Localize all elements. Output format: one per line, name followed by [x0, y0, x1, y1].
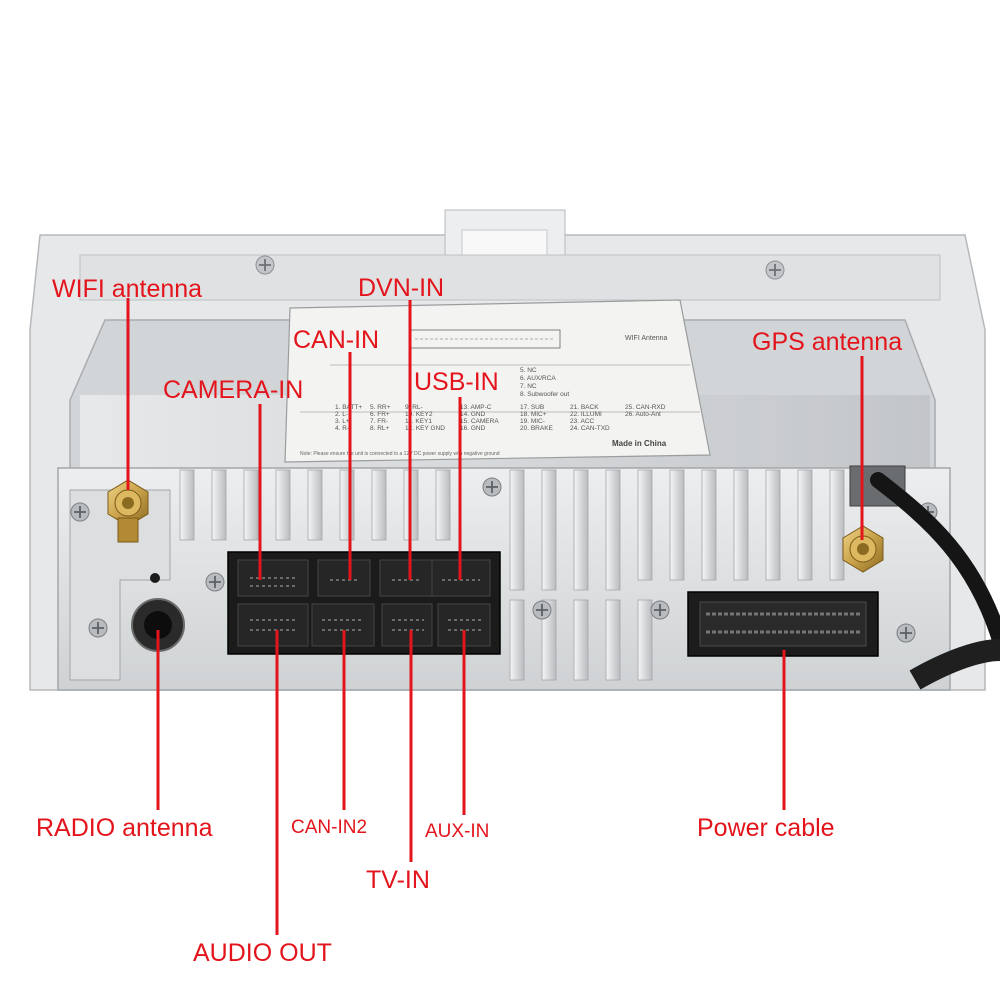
screw-icon: [532, 600, 552, 620]
sticker-pin-l3: 4. R-: [335, 425, 349, 432]
power-connector[interactable]: [687, 591, 879, 657]
gps-cable: [849, 465, 1000, 690]
sticker-pin-m3: 12. KEY GND: [405, 425, 445, 432]
screw-icon: [896, 623, 916, 643]
sticker-pin-r6: 23. ACC: [570, 418, 595, 425]
spec-sticker: WIFI Antenna 5. NC 6. AUX/RCA 7. NC 8. S…: [284, 299, 711, 463]
label-usb-in: USB-IN: [414, 368, 499, 396]
sticker-header: WIFI Antenna: [625, 335, 668, 342]
radio-antenna-socket[interactable]: [131, 598, 185, 652]
sticker-pin-l4: 5. RR+: [370, 404, 391, 411]
sticker-pin-l2: 3. L+: [335, 418, 350, 425]
sticker-pin-r1: 18. MIC+: [520, 411, 547, 418]
sticker-top-right-1: 6. AUX/RCA: [520, 375, 556, 382]
label-aux-in: AUX-IN: [425, 821, 490, 842]
tv-in-port[interactable]: [381, 603, 433, 647]
sticker-pin-m6: 15. CAMERA: [460, 418, 499, 425]
sticker-pin-m4: 13. AMP-C: [460, 404, 492, 411]
label-audio-out: AUDIO OUT: [193, 939, 332, 967]
dvn-in-port[interactable]: [379, 559, 433, 597]
housing-screws: [255, 255, 785, 280]
screw-icon: [482, 477, 502, 497]
sticker-pin-l1: 2. L-: [335, 411, 348, 418]
audio-out-port[interactable]: [237, 603, 309, 647]
label-can-in: CAN-IN: [293, 326, 380, 354]
label-radio-antenna: RADIO antenna: [36, 814, 213, 842]
sticker-pin-r4: 21. BACK: [570, 404, 599, 411]
can-in-port[interactable]: [317, 559, 371, 597]
screw-icon: [255, 255, 275, 275]
sticker-pin-r9: 26. Auto-Ant: [625, 411, 661, 418]
label-tv-in: TV-IN: [366, 866, 430, 894]
screw-icon: [88, 618, 108, 638]
sticker-pin-r8: 25. CAN-RXD: [625, 404, 666, 411]
callout-lines: [126, 298, 864, 935]
sticker-pin-m2: 11. KEY1: [405, 418, 432, 425]
screw-icon: [650, 600, 670, 620]
label-wifi-antenna: WIFI antenna: [52, 275, 203, 303]
screw-icon: [70, 502, 90, 522]
label-camera-in: CAMERA-IN: [163, 376, 304, 404]
sticker-pin-r3: 20. BRAKE: [520, 425, 554, 432]
panel-screws: [70, 477, 938, 643]
sticker-pin-l6: 7. FR-: [370, 418, 388, 425]
sticker-pin-m7: 16. GND: [460, 425, 486, 432]
sticker-top-right-2: 7. NC: [520, 383, 537, 390]
sticker-pin-l5: 6. FR+: [370, 411, 390, 418]
panel-hole: [150, 573, 160, 583]
screw-icon: [765, 260, 785, 280]
sticker-pin-m1: 10. KEY2: [405, 411, 433, 418]
sticker-note: Note: Please ensure the unit is connecte…: [300, 451, 500, 457]
sticker-pin-r0: 17. SUB: [520, 404, 544, 411]
sticker-top-right-0: 5. NC: [520, 367, 537, 374]
sticker-pin-r7: 24. CAN-TXD: [570, 425, 610, 432]
label-dvn-in: DVN-IN: [358, 274, 445, 302]
label-can-in2: CAN-IN2: [291, 817, 368, 838]
sticker-made-in: Made in China: [612, 439, 667, 448]
sticker-pin-m0: 9. RL-: [405, 404, 423, 411]
camera-in-port[interactable]: [237, 559, 309, 597]
sticker-top-right-3: 8. Subwoofer out: [520, 391, 569, 398]
sticker-pin-r2: 19. MIC-: [520, 418, 545, 425]
screw-icon: [205, 572, 225, 592]
sticker-pin-m5: 14. GND: [460, 411, 486, 418]
sticker-pin-l7: 8. RL+: [370, 425, 390, 432]
label-gps-antenna: GPS antenna: [752, 328, 903, 356]
label-power-cable: Power cable: [697, 814, 835, 842]
sticker-pin-r5: 22. ILLUMI: [570, 411, 602, 418]
